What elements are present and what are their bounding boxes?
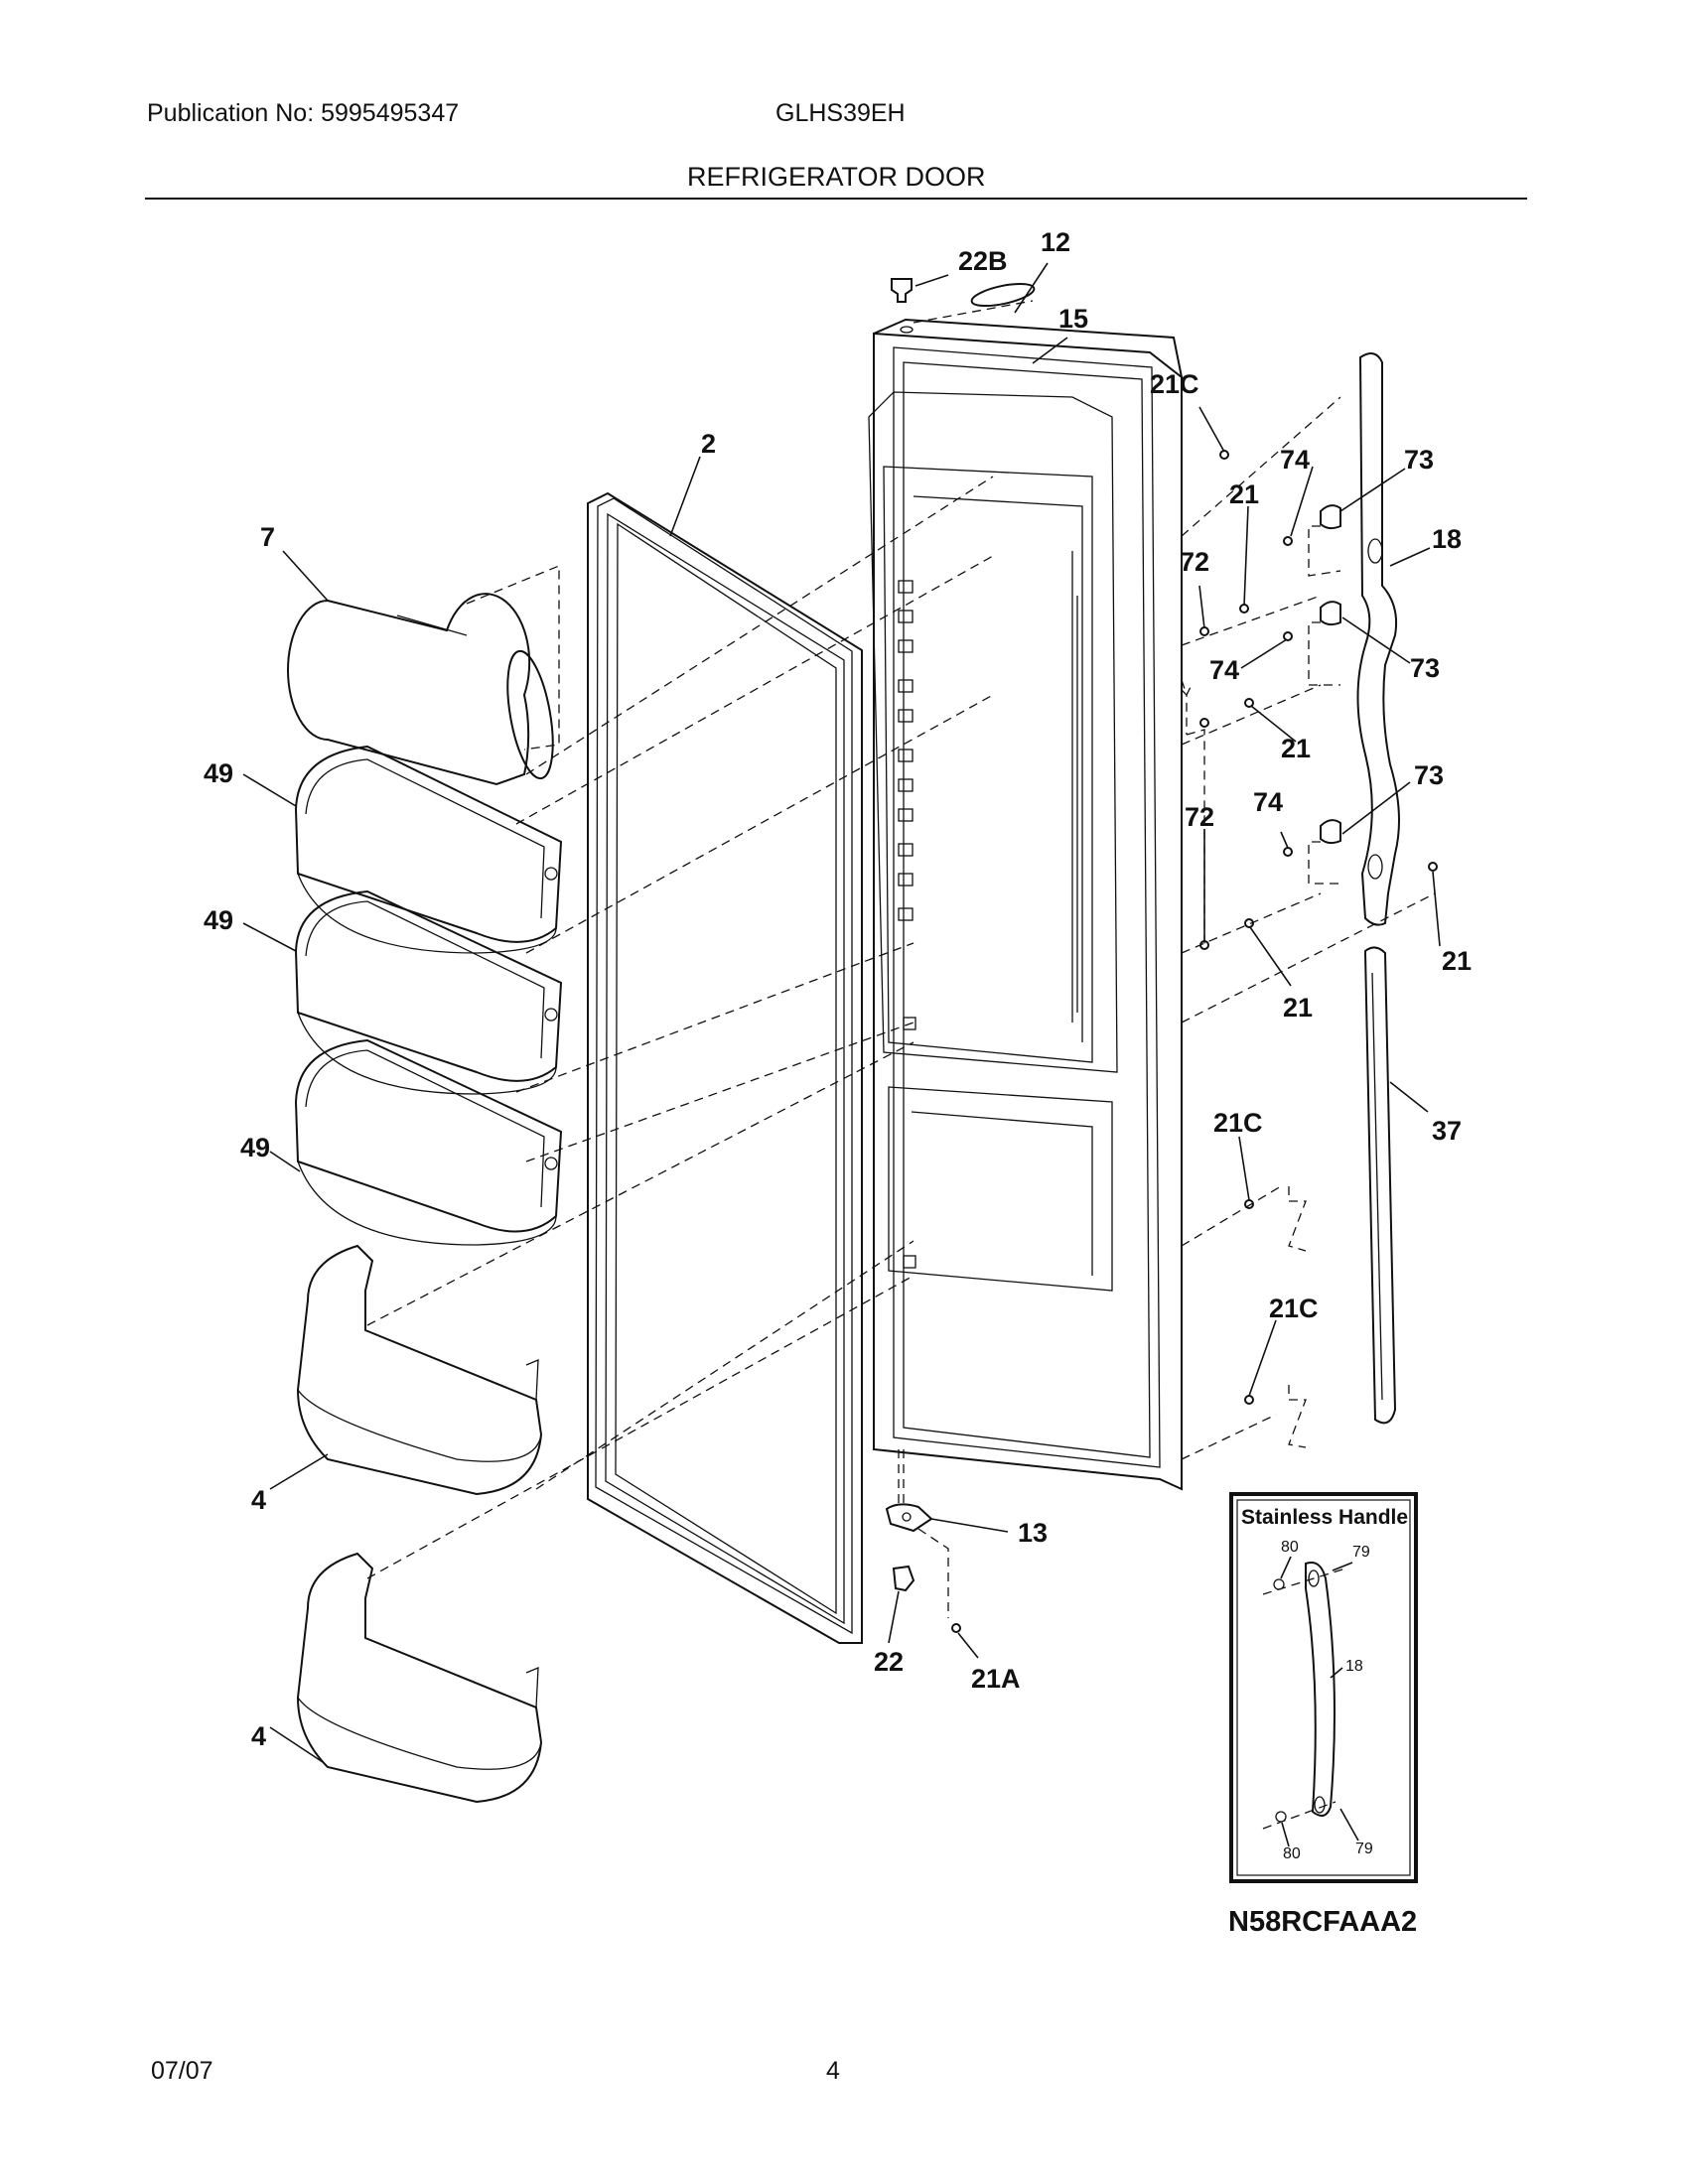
page-number: 4 [826,2057,840,2085]
callout-74-b: 74 [1209,655,1239,685]
callout-7: 7 [260,522,275,552]
footer-date: 07/07 [151,2057,213,2085]
callout-labels: 22B 12 15 21C 74 73 21 18 72 74 73 21 74… [204,227,1472,1751]
callout-21-c: 21 [1442,946,1472,976]
callout-4-a: 4 [251,1485,266,1515]
callout-73-c: 73 [1414,760,1444,790]
callout-49-c: 49 [240,1133,270,1162]
callout-72-b: 72 [1185,802,1214,832]
door-shelf-49-middle [294,889,563,1095]
door-bin-4-lower [296,1552,543,1804]
callout-21C-top: 21C [1150,369,1199,399]
callout-49-a: 49 [204,758,233,788]
handle-18 [1356,352,1400,926]
callout-leaders [242,262,1441,1763]
callout-22: 22 [874,1647,904,1677]
screw-lines [1181,595,1322,1448]
hinge-cap-12 [970,282,1036,308]
callout-21C-mid: 21C [1213,1108,1263,1138]
section-title: REFRIGERATOR DOOR [687,162,986,192]
inset-callout-79-top: 79 [1352,1544,1370,1561]
callout-18: 18 [1432,524,1462,554]
callout-74-a: 74 [1280,445,1310,475]
door-shelf-49-top [294,745,563,954]
shelf-support-clips [898,580,916,1269]
stainless-handle-inset: Stainless Handle 80 79 18 80 79 [1229,1492,1418,1883]
bottom-hinge-13 [885,1503,933,1533]
callout-4-b: 4 [251,1721,266,1751]
door-assembly [868,318,1183,1491]
handle-clips-73 [1181,504,1341,885]
header-rule [145,198,1527,200]
callout-73-b: 73 [1410,653,1440,683]
inset-callout-80-top: 80 [1281,1539,1299,1556]
callout-22B: 22B [958,246,1008,276]
handle-trim-37 [1364,946,1397,1425]
hinge-bushing-22 [892,1565,915,1592]
dairy-compartment-7 [287,593,554,786]
callout-21C-low: 21C [1269,1294,1319,1323]
callout-49-b: 49 [204,905,233,935]
diagram-code: N58RCFAAA2 [1228,1906,1417,1938]
callout-21A: 21A [971,1664,1021,1694]
callout-37: 37 [1432,1116,1462,1146]
hinge-pin-22B [891,278,913,303]
callout-21-b: 21 [1281,734,1311,763]
callout-13: 13 [1018,1518,1048,1548]
inset-callout-79-bot: 79 [1355,1841,1373,1857]
door-gasket [587,491,863,1644]
callout-21-d: 21 [1283,993,1313,1023]
door-bin-4-upper [296,1244,543,1496]
callout-2: 2 [701,429,716,459]
publication-number: Publication No: 5995495347 [147,99,460,127]
callout-74-c: 74 [1253,787,1283,817]
inset-title: Stainless Handle [1241,1506,1408,1529]
inset-callout-80-bot: 80 [1283,1845,1301,1862]
callout-15: 15 [1058,304,1088,334]
door-shelf-49-bottom [294,1038,563,1246]
callout-72-a: 72 [1180,547,1209,577]
callout-21-a: 21 [1229,479,1259,509]
assembly-lines [366,396,1436,1579]
screw-21A [951,1623,961,1633]
callout-12: 12 [1041,227,1070,257]
model-number: GLHS39EH [775,99,906,127]
callout-73-a: 73 [1404,445,1434,475]
inset-callout-18: 18 [1345,1658,1363,1675]
screws [1199,450,1438,1405]
